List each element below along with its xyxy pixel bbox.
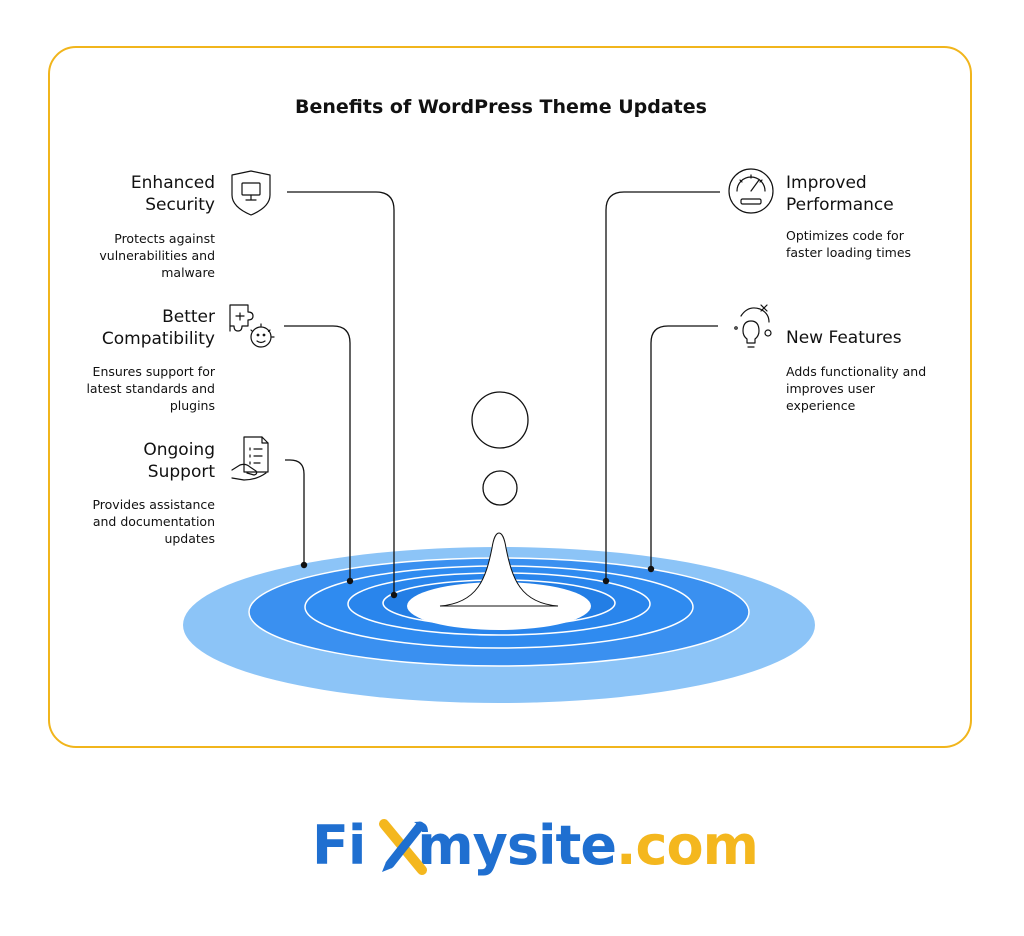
diagram-title: Benefits of WordPress Theme Updates [295,96,707,118]
item-security-title-line1: Enhanced [130,173,215,193]
item-compatibility-desc-line2: latest standards and [86,381,215,396]
connector-dot-features [647,565,655,573]
item-compatibility-title-line2: Compatibility [101,329,215,349]
logo-text-com: .com [615,814,759,877]
shield-monitor-icon [231,170,271,216]
item-performance-desc-line2: faster loading times [786,245,912,260]
item-security-desc-line2: vulnerabilities and [99,248,215,263]
logo-text-fi: Fi [312,814,366,877]
item-security-desc-line1: Protects against [114,231,215,246]
drop-circle-small [482,470,518,506]
puzzle-gear-icon [229,304,275,348]
connector-dot-performance [602,577,610,585]
item-performance-description: Optimizes code for faster loading times [786,227,956,261]
connector-performance [605,191,720,578]
hand-document-icon [231,436,269,481]
lightbulb-icon [734,304,772,348]
wrench-screwdriver-x-icon [379,819,428,875]
item-support-desc-line2: and documentation [92,514,215,529]
connector-dot-security [390,591,398,599]
item-security-desc-line3: malware [161,265,215,280]
connector-dot-support [300,561,308,569]
connector-support [285,459,305,562]
item-features-title-line1: New Features [786,328,902,348]
item-performance-title-line1: Improved [786,173,867,193]
item-features-desc-line2: improves user [786,381,875,396]
connector-compatibility [284,325,351,578]
drop-circle-large [471,391,529,449]
fixmysite-logo: Fi mysite.com [312,806,759,886]
item-compatibility-title: Better Compatibility [60,306,215,350]
item-performance-title-line2: Performance [786,195,894,215]
item-support-title-line2: Support [147,462,215,482]
item-performance-desc-line1: Optimizes code for [786,228,904,243]
item-features-desc-line3: experience [786,398,856,413]
item-performance-title: Improved Performance [786,172,956,216]
item-support-desc-line1: Provides assistance [92,497,215,512]
item-features-title: New Features [786,327,956,349]
item-compatibility-title-line1: Better [162,307,215,327]
item-security-title: Enhanced Security [60,172,215,216]
item-support-title: Ongoing Support [60,439,215,483]
item-features-desc-line1: Adds functionality and [786,364,927,379]
splash-drop [439,532,559,607]
item-security-title-line2: Security [145,195,215,215]
logo-text-mysite: mysite [417,814,617,877]
item-compatibility-desc-line1: Ensures support for [92,364,215,379]
connector-security [287,191,395,592]
item-compatibility-desc-line3: plugins [169,398,215,413]
item-security-description: Protects against vulnerabilities and mal… [60,230,215,281]
item-features-description: Adds functionality and improves user exp… [786,363,956,414]
item-support-title-line1: Ongoing [143,440,215,460]
speedometer-icon [728,168,774,214]
item-support-description: Provides assistance and documentation up… [60,496,215,547]
connector-dot-compatibility [346,577,354,585]
item-support-desc-line3: updates [164,531,215,546]
diagram-card [48,46,972,748]
item-compatibility-description: Ensures support for latest standards and… [60,363,215,414]
connector-features [650,325,718,566]
